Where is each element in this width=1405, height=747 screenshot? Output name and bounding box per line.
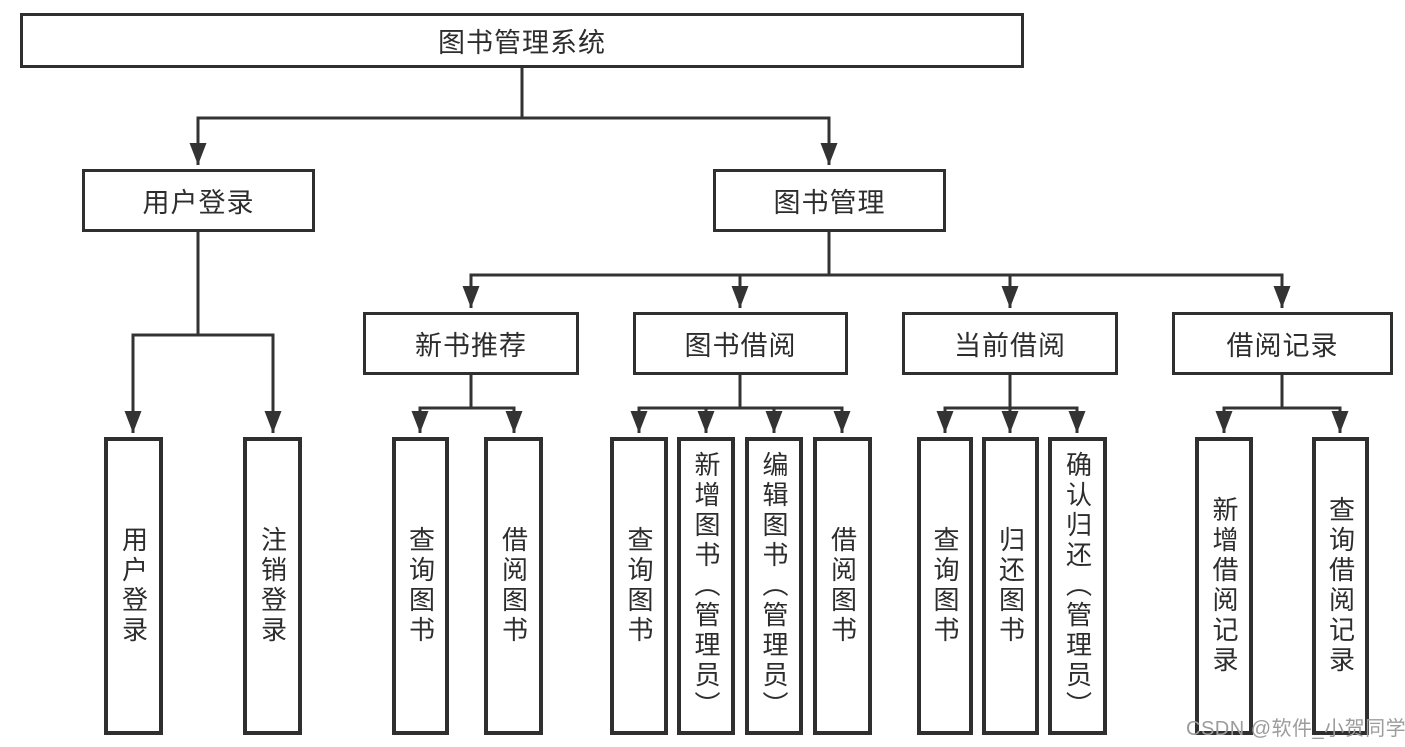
node-label: 借阅图书 xyxy=(827,526,858,646)
node-label: 当前借阅 xyxy=(954,331,1066,361)
node-new-book-recommend: 新书推荐 xyxy=(363,312,579,375)
node-label: 查询借阅记录 xyxy=(1325,496,1356,676)
node-label: 查询图书 xyxy=(624,526,654,646)
node-label: 借阅图书 xyxy=(498,526,529,646)
node-query-books-current: 查询图书 xyxy=(917,437,973,735)
node-add-books-admin: 新增图书（管理员） xyxy=(677,437,735,735)
node-edit-books-admin: 编辑图书（管理员） xyxy=(745,437,803,735)
node-book-borrow: 图书借阅 xyxy=(633,312,848,375)
node-label: 新书推荐 xyxy=(415,331,527,361)
node-label: 确认归还（管理员） xyxy=(1062,451,1093,721)
node-label: 查询图书 xyxy=(930,526,960,646)
node-label: 注销登录 xyxy=(257,526,288,646)
node-return-books: 归还图书 xyxy=(982,437,1039,735)
node-library-system: 图书管理系统 xyxy=(20,13,1024,68)
node-query-books-recommend: 查询图书 xyxy=(392,437,449,735)
node-label: 归还图书 xyxy=(995,526,1026,646)
node-add-borrow-record: 新增借阅记录 xyxy=(1195,437,1253,735)
node-label: 用户登录 xyxy=(118,526,149,646)
node-query-books-borrow: 查询图书 xyxy=(610,437,668,735)
node-user-login: 用户登录 xyxy=(104,437,163,735)
node-label: 图书管理 xyxy=(773,188,886,218)
node-label: 编辑图书（管理员） xyxy=(759,451,789,721)
node-label: 用户登录 xyxy=(142,188,255,218)
node-user-login-group: 用户登录 xyxy=(82,169,315,232)
node-label: 新增借阅记录 xyxy=(1209,496,1239,676)
node-book-management: 图书管理 xyxy=(713,169,946,232)
node-label: 图书借阅 xyxy=(684,331,797,361)
node-borrow-books-recommend: 借阅图书 xyxy=(484,437,543,735)
node-query-borrow-record: 查询借阅记录 xyxy=(1312,437,1369,735)
watermark-text: CSDN @软件_小贺同学 xyxy=(1186,718,1405,740)
node-label: 借阅记录 xyxy=(1226,331,1339,361)
node-current-borrow: 当前借阅 xyxy=(902,312,1118,375)
node-logout: 注销登录 xyxy=(243,437,302,735)
node-borrow-books: 借阅图书 xyxy=(813,437,872,735)
node-confirm-return-admin: 确认归还（管理员） xyxy=(1048,437,1107,735)
node-label: 查询图书 xyxy=(405,526,436,646)
node-borrow-records: 借阅记录 xyxy=(1172,312,1393,375)
node-label: 图书管理系统 xyxy=(438,28,606,58)
node-label: 新增图书（管理员） xyxy=(691,451,721,721)
